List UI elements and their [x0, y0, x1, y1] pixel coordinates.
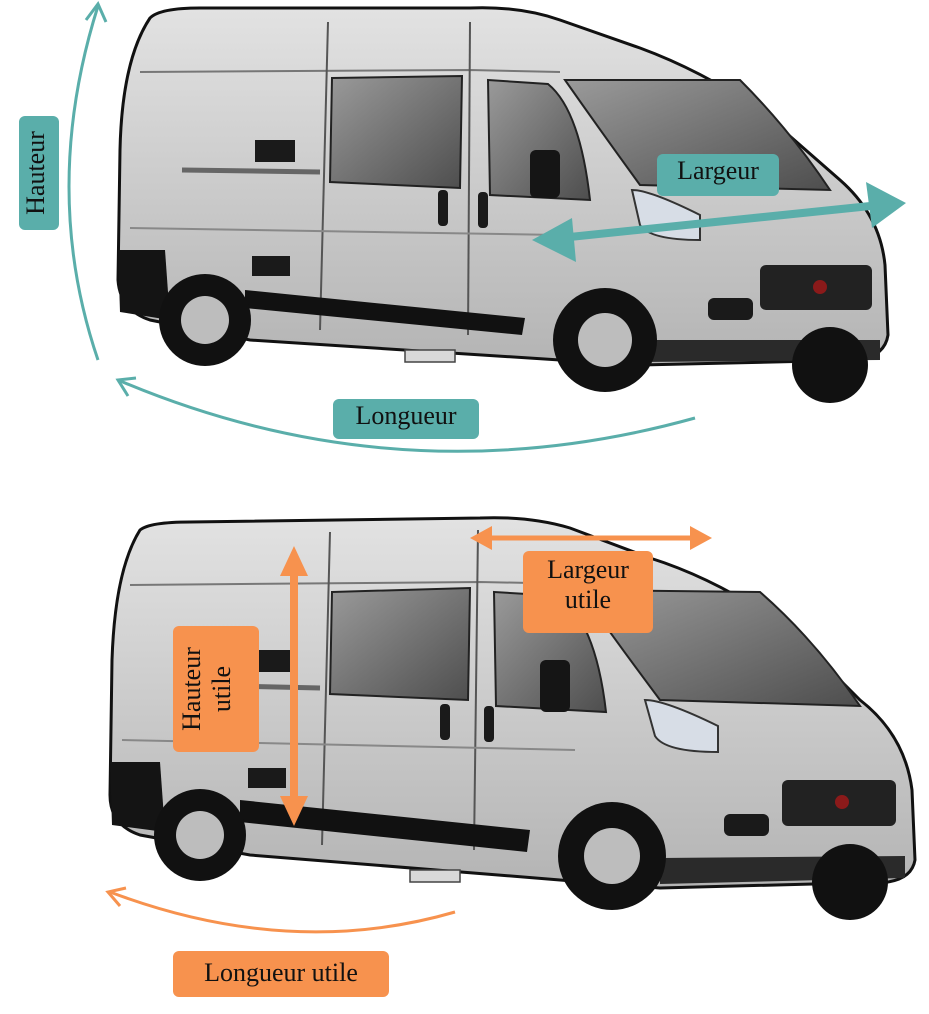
side-window: [328, 586, 472, 702]
headlight: [643, 698, 719, 754]
height-arrow: [67, 5, 100, 361]
mirror: [540, 660, 570, 712]
useful-height-label-line2: utile: [206, 665, 236, 713]
useful-height-label: Hauteur utile: [173, 626, 259, 752]
height-label: Hauteur: [19, 116, 59, 230]
useful-length-arrow: [109, 890, 456, 934]
useful-width-label: Largeur utile: [523, 551, 653, 633]
mirror: [530, 150, 560, 198]
width-label: Largeur: [657, 154, 779, 196]
length-arrow: [117, 378, 696, 453]
exterior-dimensions-diagram: Hauteur Longueur Largeur: [0, 0, 929, 470]
door-window: [486, 78, 592, 202]
useful-width-label-line1: Largeur: [547, 555, 629, 584]
length-label: Longueur: [333, 399, 479, 439]
useful-width-label-line2: utile: [564, 584, 612, 614]
van-illustration: [105, 516, 917, 934]
useful-length-label: Longueur utile: [173, 951, 389, 997]
useful-height-label-line1: Hauteur: [177, 647, 206, 731]
side-window: [328, 74, 464, 190]
width-arrow: [559, 201, 881, 242]
useful-dimensions-diagram: Hauteur utile Largeur utile Longueur uti…: [0, 500, 929, 1014]
